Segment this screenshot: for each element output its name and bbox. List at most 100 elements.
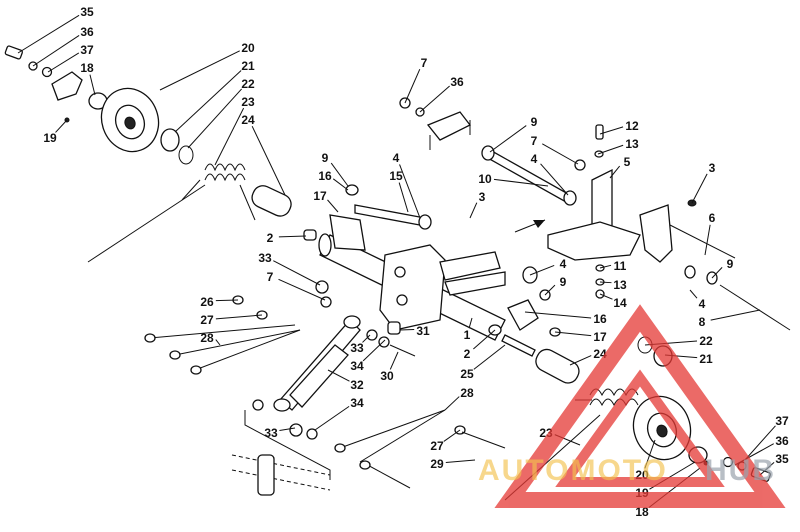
bracket-top: [51, 71, 83, 101]
callout-c-13-low: 13: [613, 278, 627, 292]
bolt-30: [389, 344, 416, 357]
callout-c-4-low: 4: [560, 257, 567, 271]
callout-c-32: 32: [350, 378, 364, 392]
leader-c-19-top: [55, 119, 68, 133]
callout-c-33-left: 33: [258, 251, 272, 265]
shaft-10: [485, 149, 571, 203]
leader-c-20-bottom: [644, 439, 656, 469]
leader-c-30: [389, 351, 399, 370]
callout-c-17-right: 17: [593, 330, 607, 344]
callout-c-1: 1: [464, 328, 471, 342]
idler-wheel-top: [100, 87, 160, 153]
callout-c-35-top: 35: [80, 5, 94, 19]
callout-c-11: 11: [614, 259, 627, 273]
bracket-16-right: [507, 299, 539, 331]
callout-c-37-top: 37: [80, 43, 94, 57]
leader-c-6: [704, 224, 711, 256]
leader-c-33-mid: [362, 334, 371, 343]
callout-c-2-right: 2: [464, 347, 471, 361]
nut-37-top: [41, 66, 53, 78]
callout-c-34-low: 34: [350, 396, 364, 410]
frame-rail-fragment: [231, 410, 331, 496]
leader-c-13-low: [599, 281, 612, 284]
leader-c-9-right: [489, 125, 527, 153]
leader-c-3-right: [691, 173, 708, 204]
leader-c-4-right: [540, 163, 569, 196]
callout-c-17-left: 17: [313, 189, 327, 203]
bolt-12: [595, 124, 604, 140]
callout-c-14: 14: [613, 296, 627, 310]
callout-c-31: 31: [416, 324, 430, 338]
callout-c-22-top: 22: [241, 77, 255, 91]
leader-c-36-mid: [419, 85, 450, 113]
callout-c-6: 6: [709, 211, 716, 225]
callout-c-2-left: 2: [267, 231, 274, 245]
callout-c-22-right: 22: [699, 334, 713, 348]
callout-c-35-bottom: 35: [775, 452, 789, 466]
callout-c-25: 25: [460, 367, 474, 381]
leader-c-14: [599, 293, 613, 300]
bearing-21-top: [160, 128, 180, 152]
link-arm-left: [144, 295, 301, 375]
callout-c-16-right: 16: [593, 312, 607, 326]
callout-c-28-right: 28: [460, 386, 474, 400]
upper-rail-bracket: [426, 111, 471, 150]
leader-c-16-right: [524, 311, 592, 319]
sleeve-34-low: [306, 428, 318, 440]
nut-7-right: [574, 159, 586, 171]
shock-absorber-32: [273, 315, 361, 412]
upper-shaft: [354, 204, 426, 227]
callout-c-7-left: 7: [267, 270, 274, 284]
callout-c-8: 8: [699, 315, 706, 329]
leader-c-3-mid: [469, 202, 478, 219]
callout-c-27-right: 27: [430, 439, 444, 453]
callout-c-4-far: 4: [699, 297, 706, 311]
ring-22-top: [178, 145, 194, 165]
callout-c-13-top: 13: [625, 137, 639, 151]
leader-c-36-top: [32, 34, 80, 67]
bolt-6: [669, 224, 736, 259]
leader-c-34-mid: [362, 339, 386, 362]
bushing-33-mid: [366, 329, 378, 341]
leader-c-4-far: [689, 289, 698, 299]
leader-c-27-left: [215, 314, 263, 320]
leader-c-20-top: [159, 50, 240, 91]
bushing-4-far: [684, 265, 696, 279]
leader-c-27-right: [443, 429, 461, 442]
leader-c-9-left: [330, 162, 349, 187]
callout-c-18-top: 18: [80, 61, 94, 75]
parts-drawing: [4, 45, 791, 501]
leader-c-37-bottom: [744, 425, 776, 461]
callout-c-24-top: 24: [241, 113, 255, 127]
leader-c-26: [215, 299, 239, 302]
bolt-8: [719, 284, 791, 331]
torsion-spring-top: [87, 163, 256, 263]
callout-c-16-left: 16: [318, 169, 332, 183]
leader-c-15: [398, 182, 409, 213]
leader-c-5: [609, 165, 621, 179]
leader-c-11: [599, 264, 612, 269]
bracket-17-left: [329, 214, 366, 251]
callout-c-4-right: 4: [531, 152, 538, 166]
bushing-4-mid: [418, 214, 432, 230]
leader-c-24-top: [251, 125, 286, 196]
bushing-2-left: [303, 229, 317, 241]
center-housing: [379, 244, 506, 331]
bushing-33-left: [315, 280, 329, 294]
leader-c-18-top: [89, 74, 96, 96]
bolt-35-top: [4, 45, 23, 60]
callout-c-21-top: 21: [241, 59, 255, 73]
callout-c-33-low: 33: [264, 426, 278, 440]
callout-c-5: 5: [624, 155, 631, 169]
callout-c-9-far: 9: [727, 257, 734, 271]
leader-c-37-top: [47, 52, 80, 73]
callout-c-18-bottom: 18: [635, 505, 649, 519]
leader-c-23-top: [214, 107, 245, 166]
leader-lines: [17, 14, 776, 508]
leader-c-7-top: [404, 68, 421, 104]
leader-c-16-left: [332, 178, 349, 191]
leader-c-13-top: [597, 144, 624, 155]
callout-c-7-right: 7: [531, 134, 538, 148]
leader-c-25: [473, 344, 506, 370]
callout-c-9-low: 9: [560, 275, 567, 289]
